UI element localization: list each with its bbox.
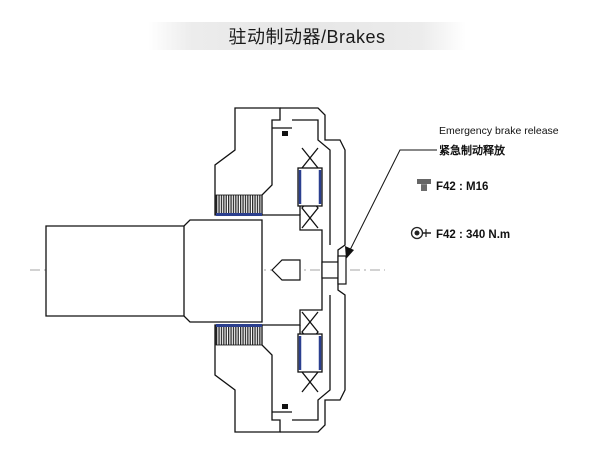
output-shaft [45, 219, 263, 323]
seal-rings [282, 131, 288, 409]
spec-bolt-size: F42 : M16 [416, 178, 488, 195]
spec-torque: F42 : 340 N.m [410, 226, 510, 243]
callout-label-en: Emergency brake release [439, 125, 559, 137]
spec-torque-text: F42 : 340 N.m [436, 228, 511, 241]
callout-leader-line [347, 149, 437, 255]
brake-spring-top [297, 147, 323, 229]
bolt-icon [416, 178, 432, 195]
brake-spring-bottom [297, 311, 323, 393]
torque-wrench-icon [410, 226, 432, 243]
spec-bolt-size-text: F42 : M16 [436, 180, 489, 193]
callout-label-zh: 紧急制动释放 [439, 145, 505, 157]
shaft-cone [271, 259, 301, 281]
page-title: 驻动制动器/Brakes [148, 22, 466, 50]
friction-plate-stack-top [215, 194, 263, 216]
friction-plate-stack-bottom [215, 324, 263, 346]
callout-arrowhead [345, 246, 354, 259]
emergency-release-plug [321, 255, 347, 285]
